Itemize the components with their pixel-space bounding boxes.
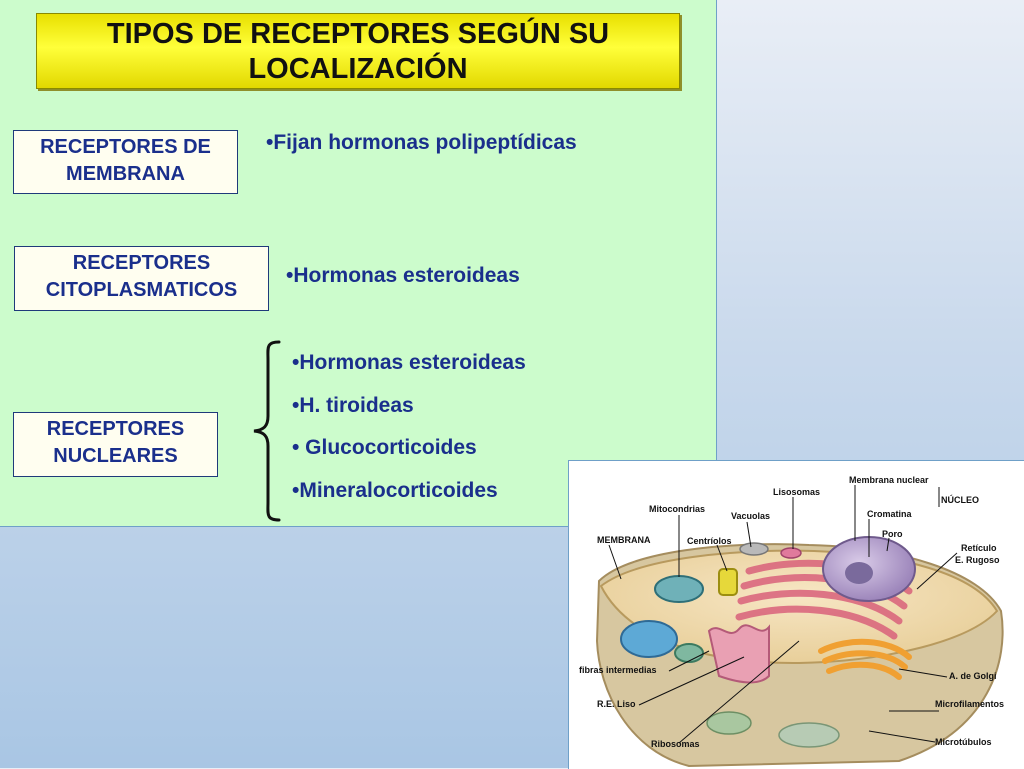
cell-label-membrana: MEMBRANA <box>597 535 651 545</box>
animal-cell-diagram: Membrana nuclear NÚCLEO Lisosomas Mitoco… <box>568 460 1024 769</box>
cell-label-nucleo: NÚCLEO <box>941 495 979 505</box>
bullet-nucleares-1: •Hormonas esteroideas <box>292 351 526 374</box>
bullet-nucleares-4: •Mineralocorticoides <box>292 479 498 502</box>
slide-title: TIPOS DE RECEPTORES SEGÚN SU LOCALIZACIÓ… <box>36 13 680 89</box>
title-line-2: LOCALIZACIÓN <box>248 53 468 85</box>
bullet-membrana: •Fijan hormonas polipeptídicas <box>266 131 577 154</box>
cell-label-golgi: A. de Golgi <box>949 671 997 681</box>
cell-label-microtubulos: Microtúbulos <box>935 737 992 747</box>
cell-label-poro: Poro <box>882 529 903 539</box>
bullet-nucleares-2: •H. tiroideas <box>292 394 414 417</box>
cell-label-ribosomas: Ribosomas <box>651 739 700 749</box>
cell-label-microfilamentos: Microfilamentos <box>935 699 1005 709</box>
cell-label-cromatina: Cromatina <box>867 509 912 519</box>
receptor-box-citoplasmaticos: RECEPTORES CITOPLASMATICOS <box>14 246 269 311</box>
curly-brace-icon <box>253 340 281 522</box>
cell-label-mitocondrias: Mitocondrias <box>649 504 706 514</box>
receptor-label: RECEPTORES DE <box>40 136 211 158</box>
receptor-box-nucleares: RECEPTORES NUCLEARES <box>13 412 218 477</box>
cell-label-vacuolas: Vacuolas <box>731 511 771 521</box>
cell-illustration <box>595 485 1004 768</box>
receptor-label: RECEPTORES <box>72 252 211 274</box>
cell-label-re-liso: R.E. Liso <box>597 699 636 709</box>
receptor-label: CITOPLASMATICOS <box>45 279 238 301</box>
content-panel: TIPOS DE RECEPTORES SEGÚN SU LOCALIZACIÓ… <box>0 0 717 527</box>
receptor-box-membrana: RECEPTORES DE MEMBRANA <box>13 130 238 194</box>
receptor-label: MEMBRANA <box>66 163 185 185</box>
cell-label-e-rugoso: E. Rugoso <box>955 555 1000 565</box>
cell-label-fibras-intermedias: fibras intermedias <box>579 665 657 675</box>
title-line-1: TIPOS DE RECEPTORES SEGÚN SU <box>106 18 610 50</box>
bullet-citoplasmaticos: •Hormonas esteroideas <box>286 264 520 287</box>
cell-label-lisosomas: Lisosomas <box>773 487 821 497</box>
cell-label-centriolos: Centríolos <box>687 536 732 546</box>
cell-label-reticulo: Retículo <box>961 543 997 553</box>
receptor-label: NUCLEARES <box>53 445 178 467</box>
cell-label-membrana-nuclear: Membrana nuclear <box>849 475 929 485</box>
bullet-nucleares-3: • Glucocorticoides <box>292 436 477 459</box>
receptor-label: RECEPTORES <box>46 418 185 440</box>
